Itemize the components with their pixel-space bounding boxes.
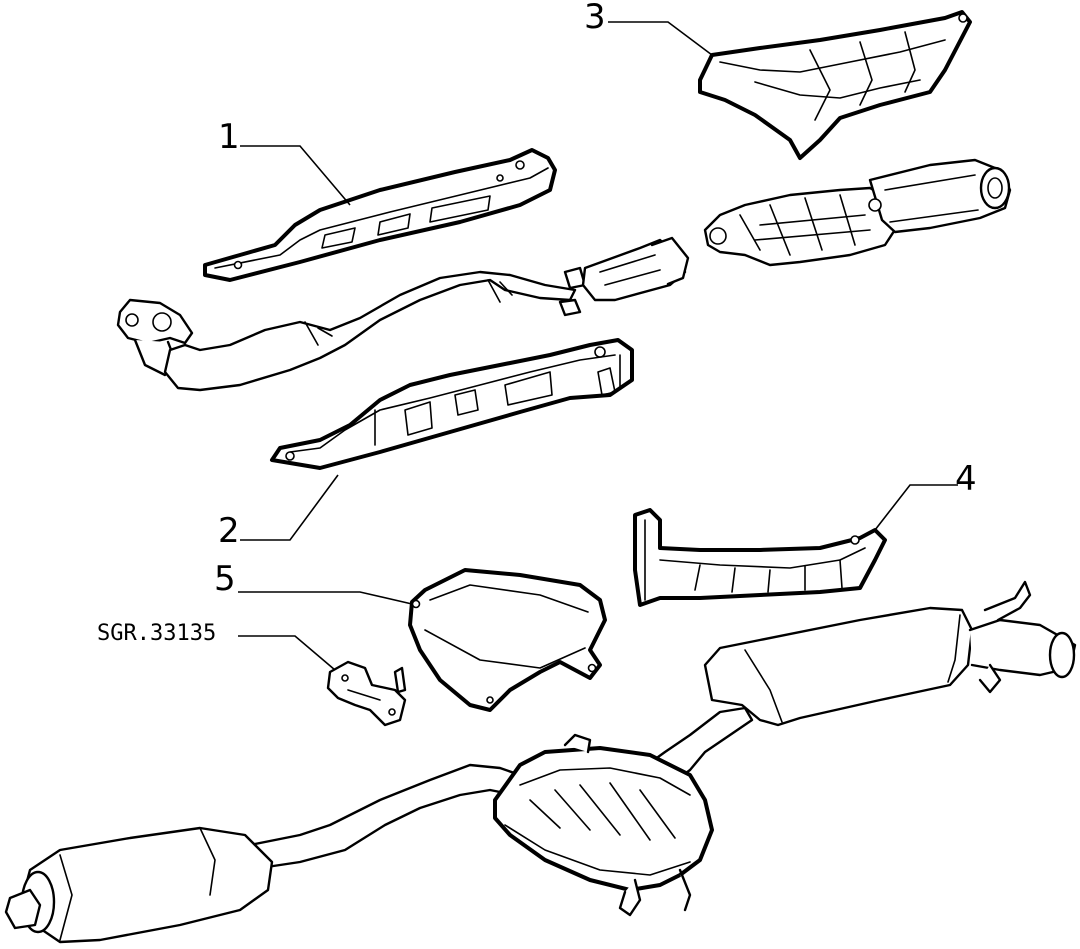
leader-3	[608, 21, 713, 56]
heat-shield-1[interactable]	[203, 148, 557, 282]
catalytic-converter[interactable]	[703, 186, 902, 267]
callout-3: 3	[584, 0, 606, 37]
front-silencer[interactable]	[868, 158, 1012, 234]
callout-4: 4	[955, 459, 977, 499]
bracket-sgr[interactable]	[326, 660, 407, 727]
cover-5[interactable]	[408, 568, 607, 712]
callout-1: 1	[218, 117, 240, 157]
leader-1	[240, 145, 351, 206]
callout-5: 5	[214, 559, 236, 599]
leader-4	[874, 484, 958, 531]
heat-shield-2[interactable]	[270, 338, 634, 470]
front-exhaust-pipe[interactable]	[116, 236, 690, 392]
front-rear-silencer[interactable]	[4, 826, 274, 944]
central-silencer[interactable]	[493, 733, 714, 917]
rear-silencer[interactable]	[703, 580, 1077, 727]
heat-shield-3[interactable]	[698, 10, 972, 160]
reference-code: SGR.33135	[97, 621, 216, 646]
callout-2: 2	[218, 511, 240, 551]
leader-5	[238, 591, 413, 605]
leader-2	[240, 474, 339, 541]
heat-shield-4[interactable]	[633, 508, 887, 607]
leader-sgr	[238, 635, 336, 671]
leader-lines	[238, 21, 958, 671]
